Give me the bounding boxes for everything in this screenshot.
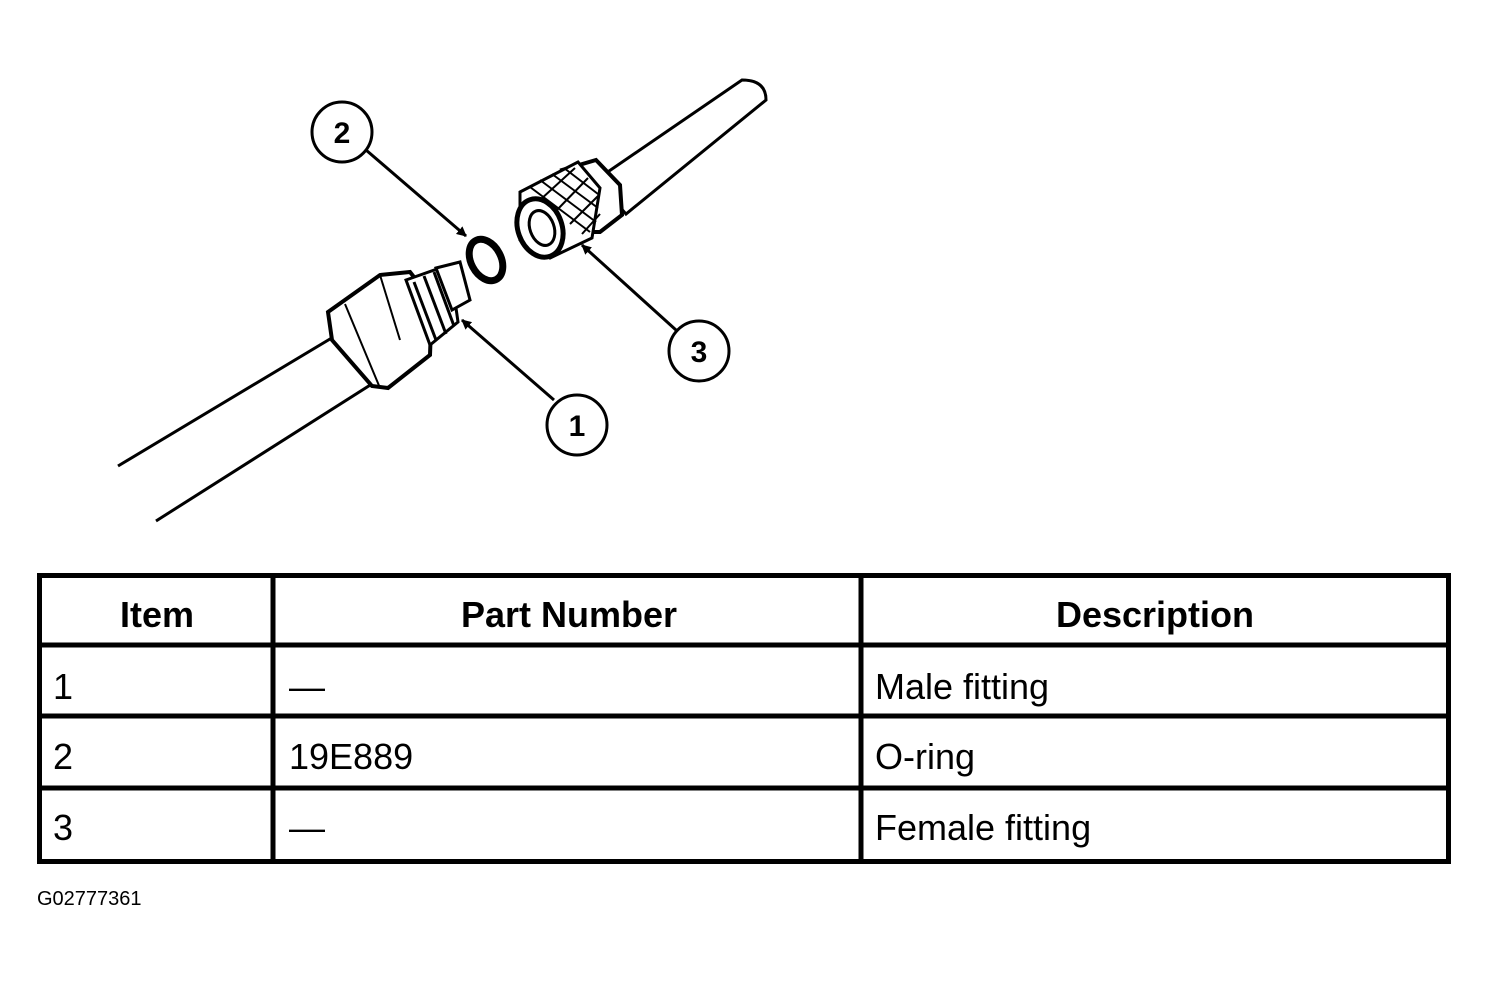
callout-2-leader <box>365 148 467 238</box>
row-3-description: Female fitting <box>875 807 1091 848</box>
male-hex-nut <box>325 269 435 391</box>
male-fitting <box>117 260 472 523</box>
o-ring <box>465 235 507 285</box>
callout-3: 3 <box>667 319 731 383</box>
table-row: 1 — Male fitting <box>53 666 1049 707</box>
table-row: 2 19E889 O-ring <box>53 736 975 777</box>
row-1-description: Male fitting <box>875 666 1049 707</box>
header-item: Item <box>120 594 194 635</box>
left-tube-upper-line <box>117 331 341 468</box>
row-3-part-number: — <box>289 807 325 848</box>
fitting-diagram: 1 2 3 <box>117 78 768 523</box>
header-description: Description <box>1056 594 1254 635</box>
callout-1: 1 <box>545 393 609 457</box>
callout-2: 2 <box>310 100 374 164</box>
row-2-part-number: 19E889 <box>289 736 413 777</box>
callout-3-label: 3 <box>691 336 708 369</box>
row-1-item: 1 <box>53 666 73 707</box>
male-nose <box>433 260 472 313</box>
right-tube <box>593 78 768 217</box>
figure-id: G02777361 <box>37 888 142 910</box>
left-tube-lower-line <box>155 380 376 523</box>
parts-table: Item Part Number Description 1 — Male fi… <box>37 573 1451 864</box>
row-3-item: 3 <box>53 807 73 848</box>
table-row: 3 — Female fitting <box>53 807 1091 848</box>
row-1-part-number: — <box>289 666 325 707</box>
callout-1-leader <box>461 318 555 402</box>
callout-3-leader <box>580 243 678 332</box>
row-2-item: 2 <box>53 736 73 777</box>
callout-1-label: 1 <box>569 410 586 443</box>
table-header: Item Part Number Description <box>120 594 1254 635</box>
row-2-description: O-ring <box>875 736 975 777</box>
callout-2-label: 2 <box>334 117 351 150</box>
header-part-number: Part Number <box>461 594 677 635</box>
female-fitting <box>514 78 768 260</box>
